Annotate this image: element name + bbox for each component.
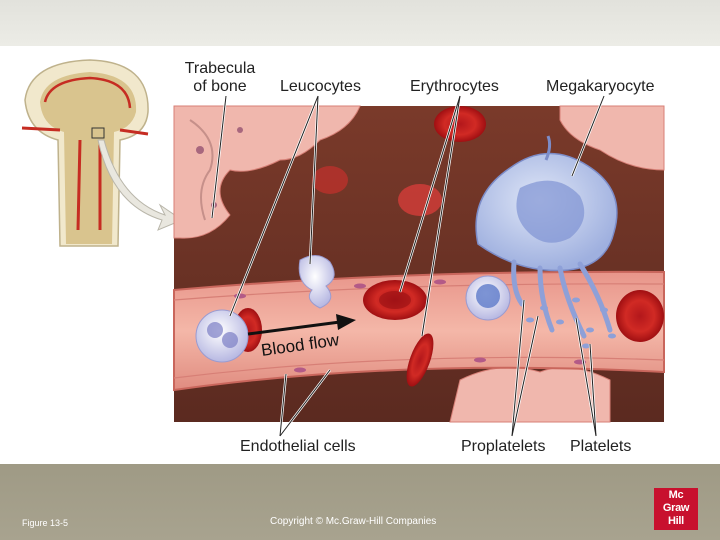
trabecula-shape-2 <box>559 105 665 171</box>
figure-label: Figure 13-5 <box>22 518 69 528</box>
mcgraw-hill-logo: Mc Graw Hill <box>654 488 698 530</box>
label-endothelial: Endothelial cells <box>240 438 356 455</box>
trabecula-shape-3 <box>449 367 611 423</box>
label-leucocytes: Leucocytes <box>280 78 361 95</box>
logo-line-2: Graw <box>662 502 690 514</box>
label-megakaryocyte: Megakaryocyte <box>546 78 655 95</box>
label-erythrocytes: Erythrocytes <box>410 78 499 95</box>
bone-inset <box>21 59 149 247</box>
label-platelets: Platelets <box>570 438 632 455</box>
leucocytes <box>195 255 511 363</box>
label-trabecula: Trabecula of bone <box>184 60 256 95</box>
leader-lines <box>211 95 605 437</box>
logo-line-3: Hill <box>668 515 684 527</box>
logo-line-1: Mc <box>668 489 684 501</box>
platelets <box>526 297 616 349</box>
erythrocytes <box>234 106 664 387</box>
label-proplatelets: Proplatelets <box>461 438 546 455</box>
blood-flow-arrow <box>247 314 356 336</box>
megakaryocyte <box>475 135 618 339</box>
copyright-text: Copyright © Mc.Graw-Hill Companies <box>270 516 437 527</box>
bottom-band <box>0 464 720 540</box>
top-band <box>0 0 720 46</box>
